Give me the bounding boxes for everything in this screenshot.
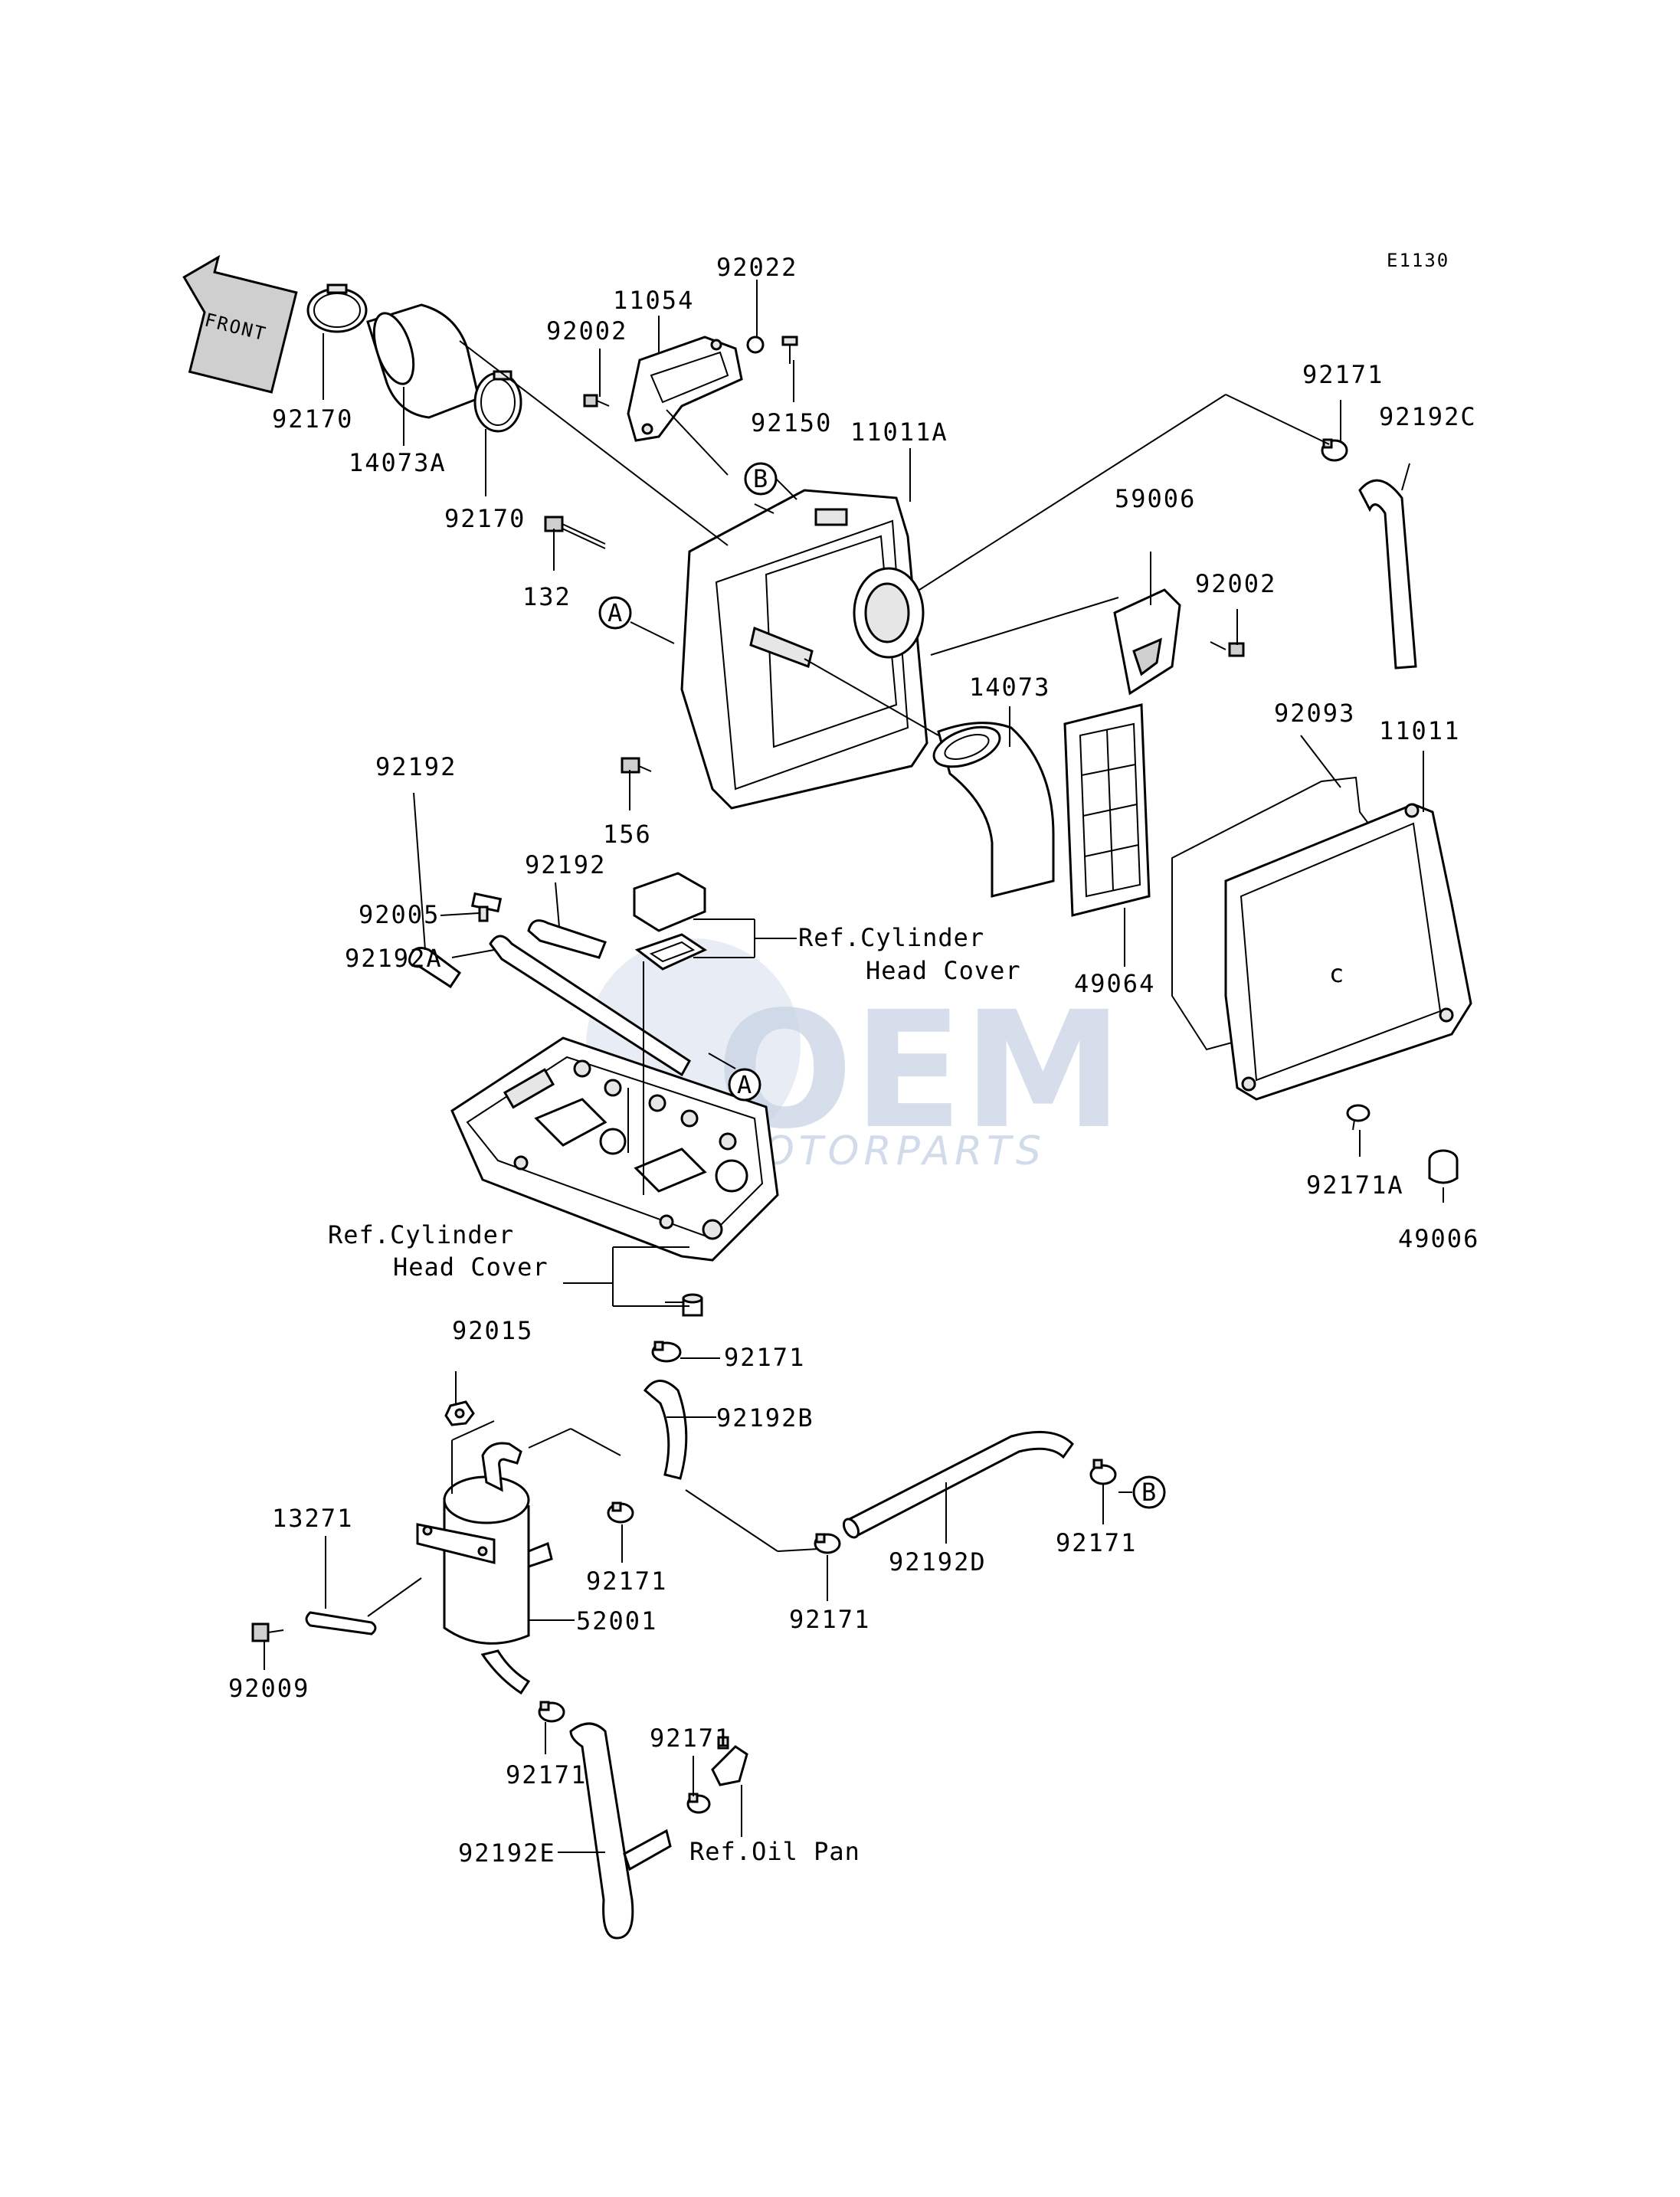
label-49064: 49064 [1074, 969, 1155, 998]
label-92002-right: 92002 [1195, 569, 1276, 598]
label-92171-b: 92171 [586, 1567, 667, 1596]
air-box-cover-11011A [680, 489, 928, 810]
svg-text:B: B [1141, 1478, 1157, 1507]
leader-lines [264, 280, 1444, 1853]
svg-text:B: B [753, 464, 768, 493]
label-92192-mid: 92192 [525, 850, 606, 879]
label-52001: 52001 [576, 1606, 657, 1635]
marker-b-bottom: B [1132, 1475, 1166, 1509]
hose-92192D [844, 1430, 1074, 1537]
oil-separator-52001 [416, 1442, 553, 1645]
label-92005: 92005 [359, 900, 440, 929]
svg-text:c: c [1329, 959, 1344, 988]
intake-assembly [306, 283, 522, 433]
clamp-92171-e [538, 1701, 565, 1723]
label-92171A: 92171A [1306, 1171, 1404, 1200]
ref-cylinder-head-top-line2: Head Cover [866, 956, 1021, 985]
nut-92015 [444, 1400, 475, 1426]
hose-92192C [1358, 479, 1417, 670]
clamp-92171A [1346, 1104, 1371, 1131]
washer-92022 [746, 336, 765, 354]
ref-oil-pan: Ref.Oil Pan [689, 1837, 860, 1866]
label-59006: 59006 [1115, 484, 1196, 513]
ref-cylinder-head-top-line1: Ref.Cylinder [798, 923, 984, 952]
hose-92192-left [408, 947, 462, 989]
filter-element-49064 [1063, 703, 1151, 917]
stay-13271 [305, 1611, 377, 1635]
ref-cylinder-head-bottom-line2: Head Cover [393, 1252, 549, 1282]
oil-pan-fitting [711, 1736, 748, 1786]
bolt-92009 [251, 1622, 284, 1642]
label-11011A: 11011A [850, 417, 948, 447]
diagram-code: E1130 [1387, 250, 1449, 271]
label-49006: 49006 [1398, 1224, 1479, 1253]
label-92002-top: 92002 [546, 316, 627, 345]
joint-92005 [470, 892, 503, 922]
label-92171-f: 92171 [650, 1724, 731, 1753]
label-92171-top: 92171 [1302, 360, 1384, 389]
breather-valve [633, 872, 708, 971]
plate-59006 [1113, 588, 1181, 696]
hose-separator-outlet [480, 1649, 531, 1695]
bracket-11054 [627, 336, 743, 442]
label-92170-top: 92170 [272, 404, 353, 434]
clamp-92171-a [651, 1341, 682, 1363]
label-92093: 92093 [1274, 699, 1355, 728]
label-92192B: 92192B [716, 1403, 814, 1432]
clamp-92171-d [1089, 1459, 1117, 1485]
label-92022: 92022 [716, 253, 797, 282]
cylinder-head-cover [450, 1036, 779, 1262]
reference-labels: Ref.Cylinder Head Cover Ref.Cylinder Hea… [328, 923, 1021, 1866]
hose-92192-mid [527, 919, 607, 959]
label-92171-e: 92171 [506, 1760, 587, 1789]
screw-92150 [781, 336, 798, 364]
ref-cylinder-head-bottom-line1: Ref.Cylinder [328, 1220, 514, 1249]
svg-text:A: A [607, 598, 623, 627]
hose-92192E [569, 1722, 634, 1940]
marker-a-top: A [598, 596, 632, 630]
marker-b-top: B [744, 462, 778, 496]
hose-92192A [489, 935, 691, 1077]
head-cover-fitting [682, 1293, 703, 1317]
watermark-logo: OEM [716, 977, 1123, 1164]
label-92171-d: 92171 [1056, 1528, 1137, 1557]
label-92192C: 92192C [1379, 402, 1477, 431]
label-92192E: 92192E [458, 1838, 556, 1868]
label-92192-left: 92192 [375, 752, 457, 781]
svg-text:A: A [737, 1070, 752, 1099]
clamp-92171-c [814, 1533, 841, 1554]
label-92150: 92150 [751, 408, 832, 437]
duct-14073 [932, 722, 1055, 898]
hose-92192B [643, 1380, 688, 1480]
label-92192D: 92192D [889, 1547, 987, 1577]
label-11011: 11011 [1379, 716, 1460, 745]
front-arrow: FRONT [182, 254, 298, 394]
label-92015: 92015 [452, 1316, 533, 1345]
clamp-92170-top [306, 287, 368, 333]
label-14073A: 14073A [349, 448, 447, 477]
label-92009: 92009 [228, 1674, 309, 1703]
label-132: 132 [522, 582, 571, 611]
clamp-92171-f [686, 1793, 711, 1814]
cap-49006 [1428, 1149, 1459, 1184]
label-92170-mid: 92170 [444, 504, 526, 533]
label-11054: 11054 [613, 286, 694, 315]
part-labels: 92170 14073A 92170 11054 92022 92002 921… [228, 253, 1479, 1868]
clamp-92171-b [607, 1501, 634, 1524]
bolt-92002-top [583, 394, 610, 408]
label-156: 156 [603, 820, 652, 849]
label-14073: 14073 [969, 673, 1050, 702]
label-92192A: 92192A [345, 944, 443, 973]
label-92171-c: 92171 [789, 1605, 870, 1634]
marker-a-mid: A [728, 1068, 761, 1102]
air-cleaner-housing-11011: c [1224, 803, 1472, 1101]
label-13271: 13271 [272, 1504, 353, 1533]
watermark-subtitle: MOTORPARTS [724, 1128, 1046, 1174]
label-92171-a: 92171 [724, 1343, 805, 1372]
bolt-156 [621, 757, 652, 774]
bolt-92002-right [1210, 641, 1245, 657]
